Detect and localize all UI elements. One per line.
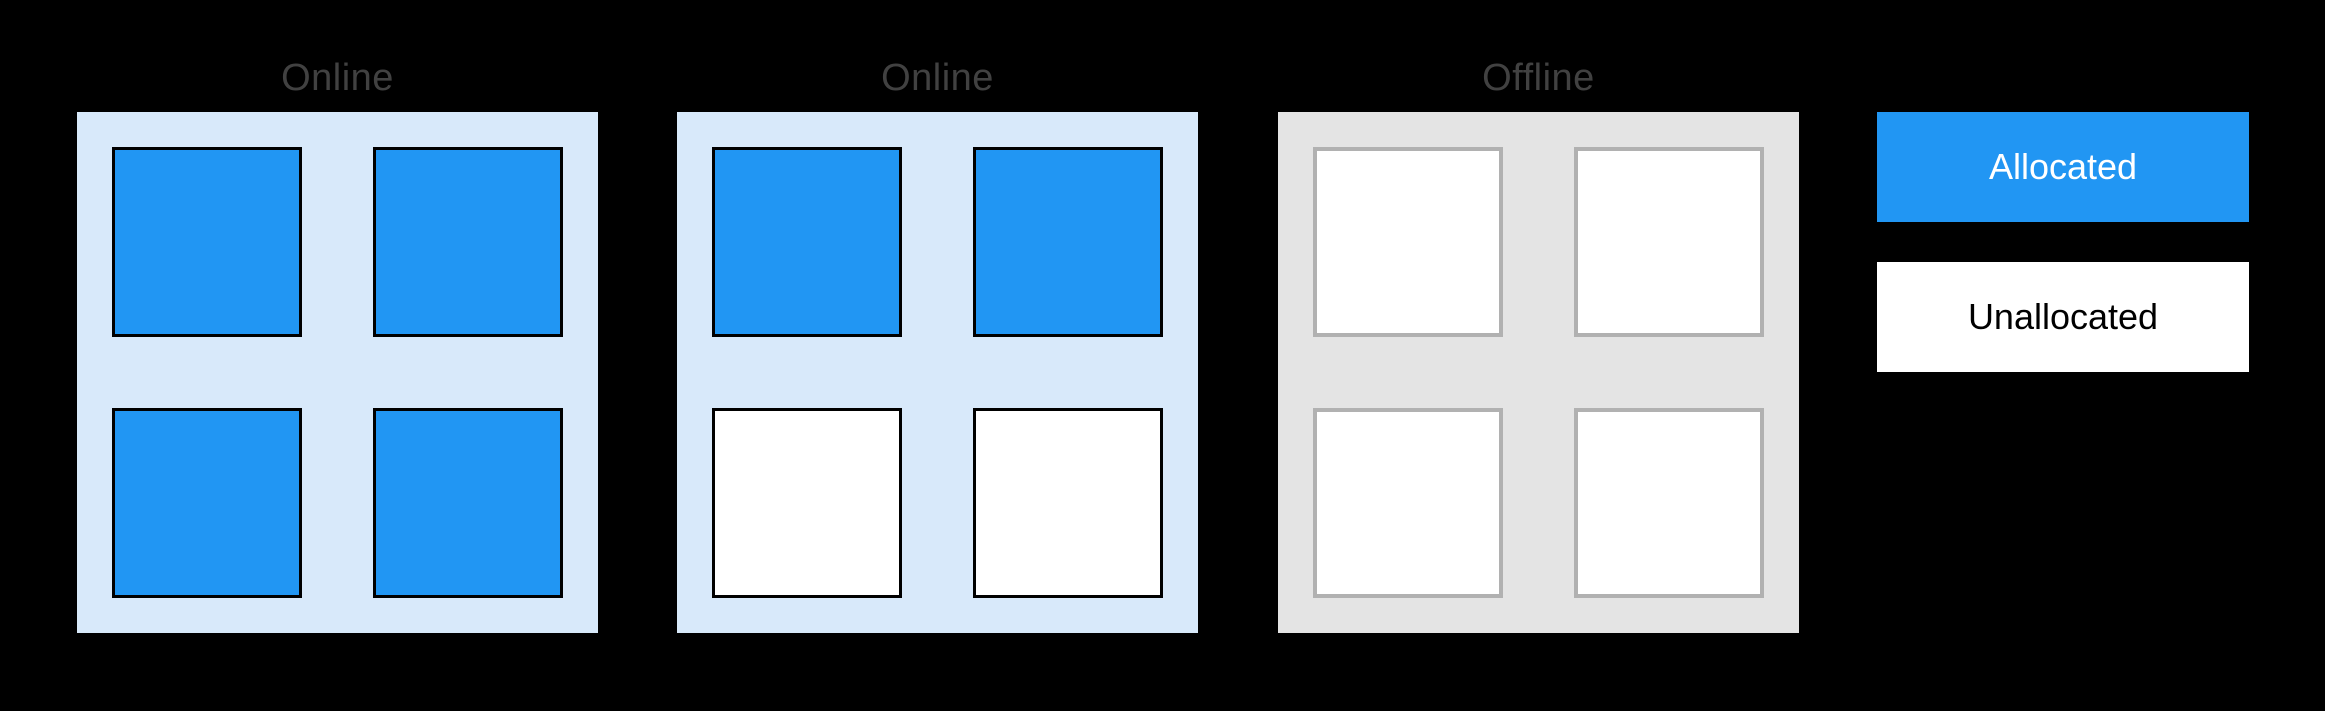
pool-panel	[77, 112, 598, 633]
allocation-cell	[112, 408, 302, 598]
allocation-cell	[973, 147, 1163, 337]
allocation-cell	[1574, 408, 1764, 598]
pool-title: Offline	[1482, 56, 1595, 99]
pool-panel	[1278, 112, 1799, 633]
legend: Allocated Unallocated	[1877, 112, 2249, 372]
allocation-cell	[973, 408, 1163, 598]
allocation-cell	[712, 147, 902, 337]
allocation-cell	[1313, 408, 1503, 598]
allocation-cell	[1313, 147, 1503, 337]
pool-panel	[677, 112, 1198, 633]
pool-title: Online	[881, 56, 994, 99]
pool-group-2: Online	[677, 0, 1198, 711]
legend-item-unallocated: Unallocated	[1877, 262, 2249, 372]
allocation-cell	[112, 147, 302, 337]
pool-group-3: Offline	[1278, 0, 1799, 711]
allocation-cell	[1574, 147, 1764, 337]
legend-item-allocated: Allocated	[1877, 112, 2249, 222]
pool-title: Online	[281, 56, 394, 99]
allocation-cell	[373, 408, 563, 598]
pool-group-1: Online	[77, 0, 598, 711]
allocation-cell	[712, 408, 902, 598]
allocation-cell	[373, 147, 563, 337]
